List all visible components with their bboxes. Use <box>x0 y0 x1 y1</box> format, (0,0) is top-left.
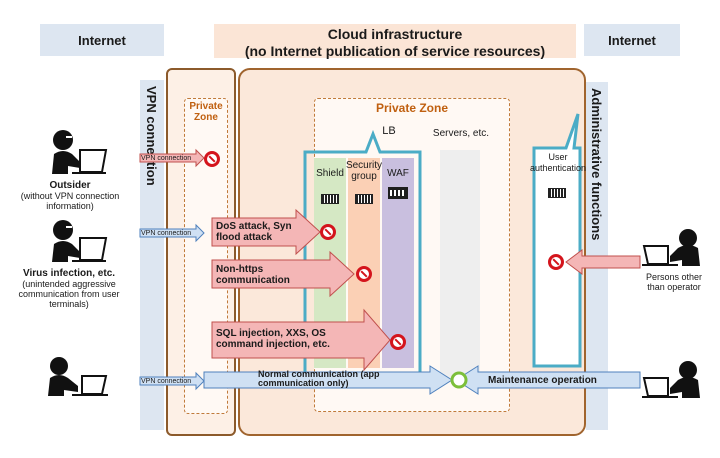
virus-caption: Virus infection, etc. (unintended aggres… <box>4 268 134 310</box>
virus-vpn-arrow <box>139 223 205 243</box>
sqli-text: SQL injection, XXS, OS command injection… <box>216 328 330 350</box>
operator-person-icon <box>642 361 700 398</box>
block-icon-outsider <box>204 151 220 167</box>
dos-attack-text: DoS attack, Syn flood attack <box>216 221 292 243</box>
vpn-tag-virus: VPN connection <box>141 230 192 237</box>
virus-person-icon <box>52 220 108 262</box>
maintenance-arrow <box>455 365 641 395</box>
dos-arrow <box>211 208 321 256</box>
cloud-infrastructure-header: Cloud infrastructure (no Internet public… <box>214 24 576 59</box>
internet-left-label: Internet <box>78 32 126 48</box>
other-person-icon <box>642 229 700 266</box>
cloud-title: Cloud infrastructure <box>327 26 463 42</box>
normal-communication-label: Normal communication (app communication … <box>258 370 408 388</box>
outsider-vpn-arrow <box>139 148 205 168</box>
internet-left-header: Internet <box>40 24 164 56</box>
vpn-tag-outsider: VPN connection <box>141 155 192 162</box>
auth-device-icon <box>548 188 566 198</box>
vpn-tag-normal: VPN connection <box>141 378 192 385</box>
security-group-label: Security group <box>345 160 383 182</box>
outsider-subtitle: (without VPN connection information) <box>20 191 120 211</box>
allowed-circle <box>450 371 468 389</box>
internet-right-header: Internet <box>584 24 680 56</box>
block-icon-dos <box>320 224 336 240</box>
user-person-icon <box>48 357 108 396</box>
shield-label: Shield <box>316 168 344 179</box>
virus-subtitle: (unintended aggressive communication fro… <box>18 279 120 309</box>
cloud-subtitle: (no Internet publication of service reso… <box>244 43 546 59</box>
block-icon-auth <box>548 254 564 270</box>
outsider-person-icon <box>52 130 108 174</box>
sqli-arrow <box>211 308 391 372</box>
waf-label: WAF <box>387 168 409 179</box>
lb-label: LB <box>382 125 396 137</box>
maintenance-label: Maintenance operation <box>488 375 597 386</box>
normal-communication-arrow <box>203 365 453 395</box>
normal-communication-text: Normal communication (app communication … <box>258 369 380 388</box>
non-https-text: Non-https communication <box>216 264 290 286</box>
block-icon-non-https <box>356 266 372 282</box>
servers-column <box>440 150 480 378</box>
dos-attack-label: DoS attack, Syn flood attack <box>216 221 306 243</box>
outsider-title: Outsider <box>49 180 91 191</box>
administrative-functions-label: Administrative functions <box>589 88 604 241</box>
servers-label: Servers, etc. <box>432 128 490 139</box>
waf-device-icon <box>388 187 408 199</box>
private-zone-left-dashed: Private Zone <box>184 98 228 414</box>
security-group-device-icon <box>355 194 373 204</box>
outsider-caption: Outsider (without VPN connection informa… <box>6 180 134 212</box>
block-icon-sqli <box>390 334 406 350</box>
user-authentication-label: User authentication <box>530 152 587 173</box>
user-auth-callout <box>532 113 582 368</box>
non-https-label: Non-https communication <box>216 264 306 286</box>
shield-device-icon <box>321 194 339 204</box>
private-zone-left-label: Private Zone <box>189 101 223 123</box>
non-https-arrow <box>211 250 355 298</box>
private-zone-main-label: Private Zone <box>375 101 449 115</box>
internet-right-label: Internet <box>608 32 656 48</box>
sqli-label: SQL injection, XXS, OS command injection… <box>216 328 356 350</box>
persons-other-arrow <box>565 249 641 275</box>
normal-vpn-arrow <box>139 371 205 391</box>
persons-other-caption: Persons other than operator <box>645 272 703 292</box>
virus-title: Virus infection, etc. <box>22 268 116 279</box>
